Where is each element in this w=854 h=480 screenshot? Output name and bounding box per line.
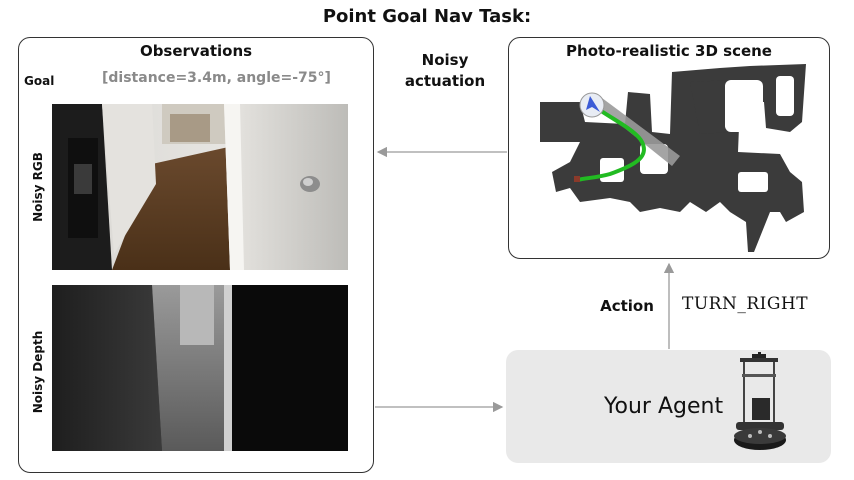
rgb-observation-image [52,104,348,270]
scene-title: Photo-realistic 3D scene [566,42,772,60]
observations-title: Observations [139,42,253,60]
robot-icon [730,352,790,462]
diagram-title: Point Goal Nav Task: [322,6,532,27]
noisy-actuation-line-1: Noisy [421,51,469,69]
noisy-actuation-label: Noisy actuation [390,50,500,92]
agent-name: Your Agent [604,394,724,419]
noisy-actuation-line-2: actuation [404,72,486,90]
goal-label: Goal [24,74,55,88]
action-label: Action [600,297,654,315]
goal-value: [distance=3.4m, angle=-75°] [102,70,331,86]
depth-observation-image [52,285,348,451]
scene-top-down-map [540,62,810,252]
noisy-depth-label: Noisy Depth [31,330,45,414]
noisy-rgb-label: Noisy RGB [31,152,45,222]
action-value: TURN_RIGHT [682,294,809,314]
